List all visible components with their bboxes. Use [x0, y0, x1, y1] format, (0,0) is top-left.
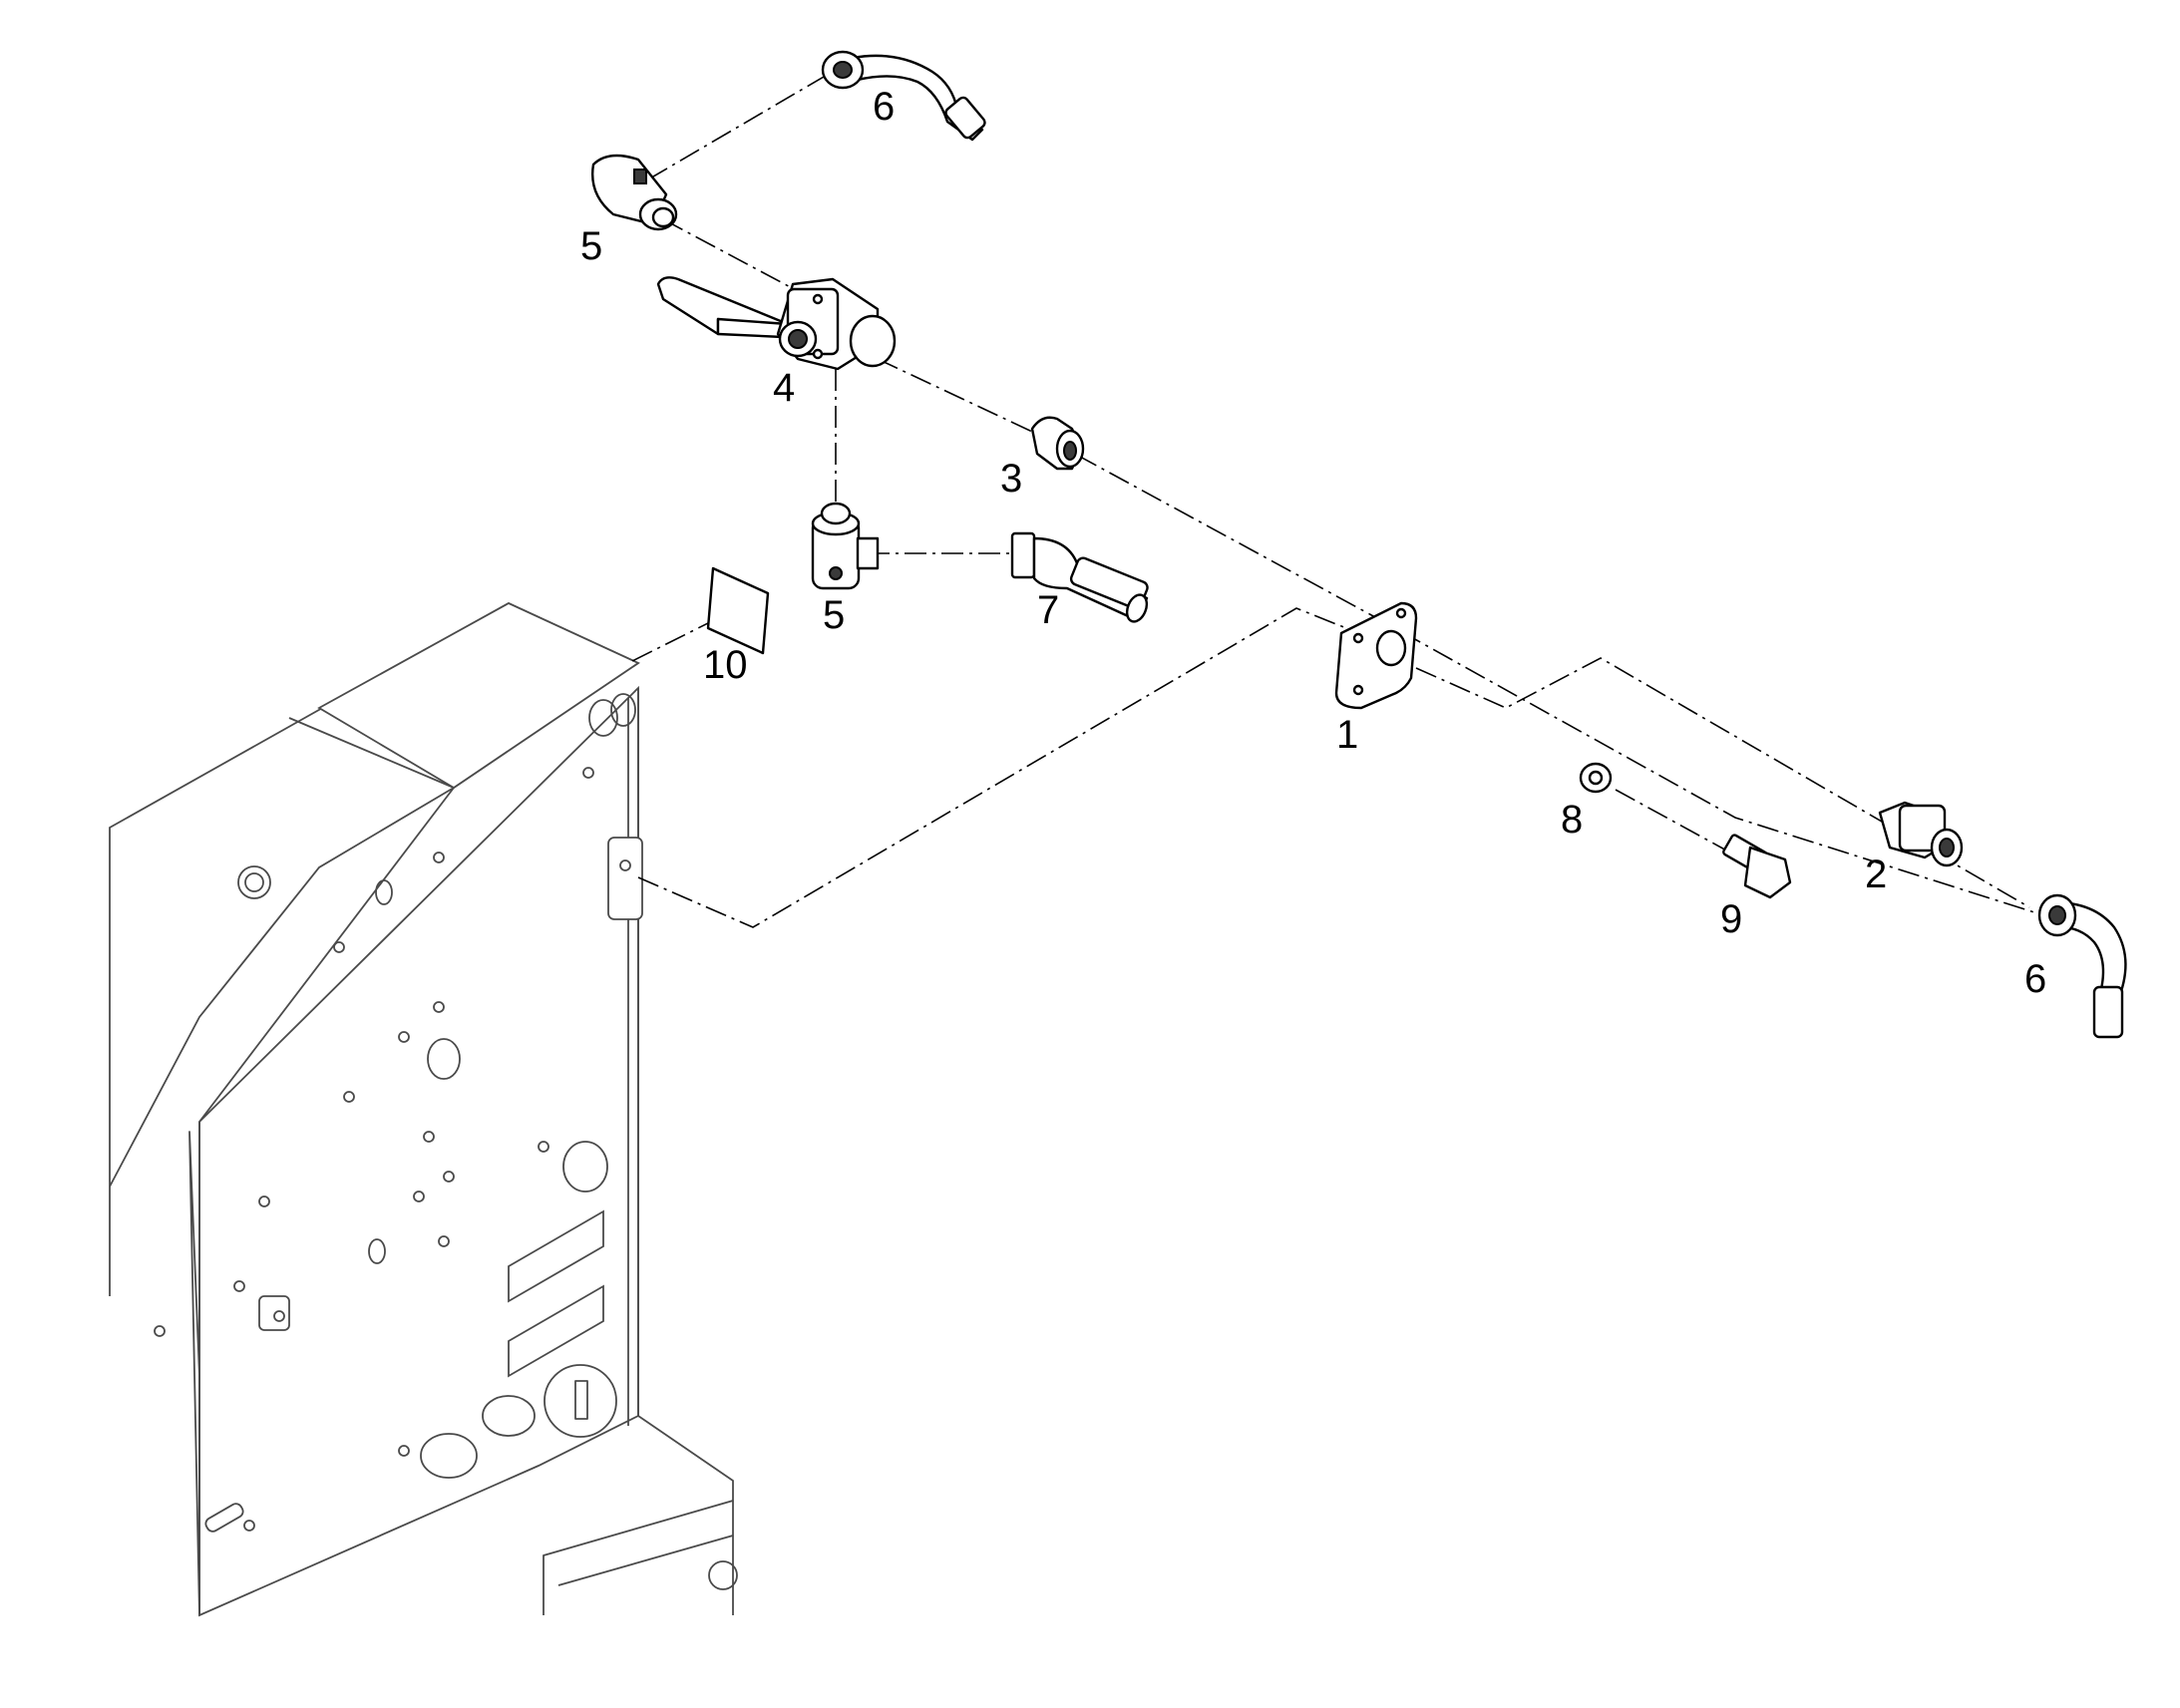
part-2-coupling [1878, 801, 1964, 867]
label-part-9: 9 [1720, 897, 1742, 941]
label-part-1: 1 [1336, 713, 1358, 757]
label-part-2: 2 [1865, 853, 1887, 896]
part-1-mounting-plate [1334, 601, 1418, 710]
label-part-5-lower: 5 [823, 593, 845, 637]
label-part-8: 8 [1561, 798, 1583, 842]
machine-frame [109, 601, 738, 1617]
label-part-3: 3 [1000, 457, 1022, 501]
label-part-6-top: 6 [873, 85, 895, 129]
part-6-elbow-tube-top [821, 50, 986, 142]
part-5-tee-fitting [811, 502, 880, 590]
part-7-hose-barb [1010, 531, 1149, 623]
part-4-ball-valve [656, 276, 897, 371]
part-10-plate [706, 566, 770, 655]
part-8-washer [1579, 762, 1613, 794]
label-part-6-bottom: 6 [2024, 957, 2046, 1001]
label-part-7: 7 [1037, 588, 1059, 632]
part-6-elbow-tube-bottom [2037, 893, 2127, 1039]
part-3-fitting [1030, 416, 1085, 471]
part-9-bolt [1722, 834, 1792, 899]
part-5-fitting-top [591, 154, 678, 231]
leader-lines [627, 59, 2035, 928]
label-part-5-top: 5 [580, 224, 602, 268]
label-part-4: 4 [773, 366, 795, 410]
label-part-10: 10 [703, 643, 748, 687]
frame-top-plate [317, 601, 640, 790]
frame-mount-bracket [607, 837, 643, 920]
part-labels: 6 5 4 3 5 7 10 1 8 9 2 6 [580, 85, 2046, 1001]
